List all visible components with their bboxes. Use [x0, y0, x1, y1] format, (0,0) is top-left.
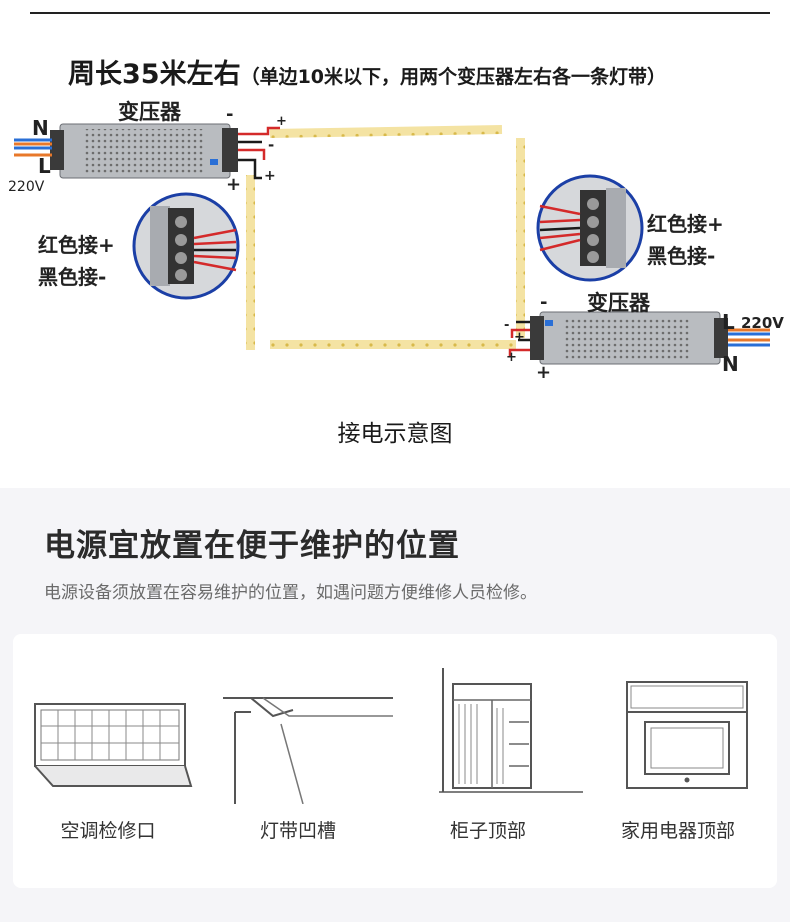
transformer-right-label: 变压器	[587, 291, 650, 315]
live-label-left: L	[38, 154, 51, 178]
location-appliance-top: 家用电器顶部	[583, 634, 773, 888]
location-cabinet-top: 柜子顶部	[393, 634, 583, 888]
black-wire-note-right: 黑色接-	[647, 244, 716, 268]
transformer-left	[50, 123, 238, 179]
terminal-inset-right	[536, 174, 644, 282]
plus-sign: +	[536, 362, 552, 383]
section-title: 电源宜放置在便于维护的位置	[44, 528, 460, 564]
plus-sign: +	[264, 168, 276, 184]
diagram-caption: 接电示意图	[337, 421, 453, 447]
transformer-left-label: 变压器	[118, 100, 181, 124]
headline: 周长35米左右（单边10米以下，用两个变压器左右各一条灯带）	[68, 52, 666, 91]
plus-sign: +	[506, 350, 517, 365]
live-label-right: L	[722, 310, 735, 334]
voltage-label-left: 220V	[8, 179, 45, 195]
live-wire-left	[14, 142, 52, 157]
neutral-label-left: N	[32, 116, 49, 140]
location-label: 家用电器顶部	[620, 820, 735, 842]
section-description: 电源设备须放置在容易维护的位置，如遇问题方便维修人员检修。	[44, 583, 537, 603]
minus-sign: -	[226, 104, 234, 125]
headline-main: 周长35米左右	[68, 59, 241, 90]
red-wire-right	[510, 328, 530, 338]
terminal-inset-left	[132, 192, 240, 300]
neutral-wire-right	[728, 332, 770, 347]
location-light-groove: 灯带凹槽	[203, 634, 393, 888]
locations-card: 空调检修口 灯带凹槽 柜子顶部	[13, 634, 777, 888]
top-divider	[30, 12, 770, 14]
ac-access-panel-icon	[34, 703, 193, 787]
location-label: 灯带凹槽	[259, 820, 336, 842]
minus-sign: -	[268, 136, 275, 154]
plus-sign: +	[276, 114, 287, 129]
location-ac-access: 空调检修口	[13, 634, 203, 888]
light-groove-icon	[223, 697, 393, 804]
wiring-diagram	[14, 123, 770, 365]
red-wire-note-left: 红色接+	[38, 233, 115, 257]
minus-sign: -	[504, 318, 510, 333]
red-wire-note-right: 红色接+	[647, 212, 724, 236]
red-wire-left	[238, 126, 280, 136]
appliance-top-icon	[626, 681, 748, 789]
neutral-label-right: N	[722, 352, 739, 376]
plus-sign: +	[514, 330, 525, 345]
cabinet-top-icon	[439, 668, 583, 793]
headline-sub: （单边10米以下，用两个变压器左右各一条灯带）	[240, 66, 667, 88]
transformer-right	[530, 311, 728, 365]
black-wire-left	[238, 158, 262, 180]
voltage-label-right: 220V	[741, 314, 784, 332]
live-wire-right	[728, 328, 770, 342]
location-label: 柜子顶部	[449, 820, 526, 842]
black-wire-note-left: 黑色接-	[38, 265, 107, 289]
neutral-wire-left	[14, 138, 52, 150]
minus-sign: -	[540, 292, 548, 313]
location-label: 空调检修口	[60, 820, 156, 842]
plus-sign: +	[226, 174, 242, 195]
led-strip	[246, 124, 525, 350]
